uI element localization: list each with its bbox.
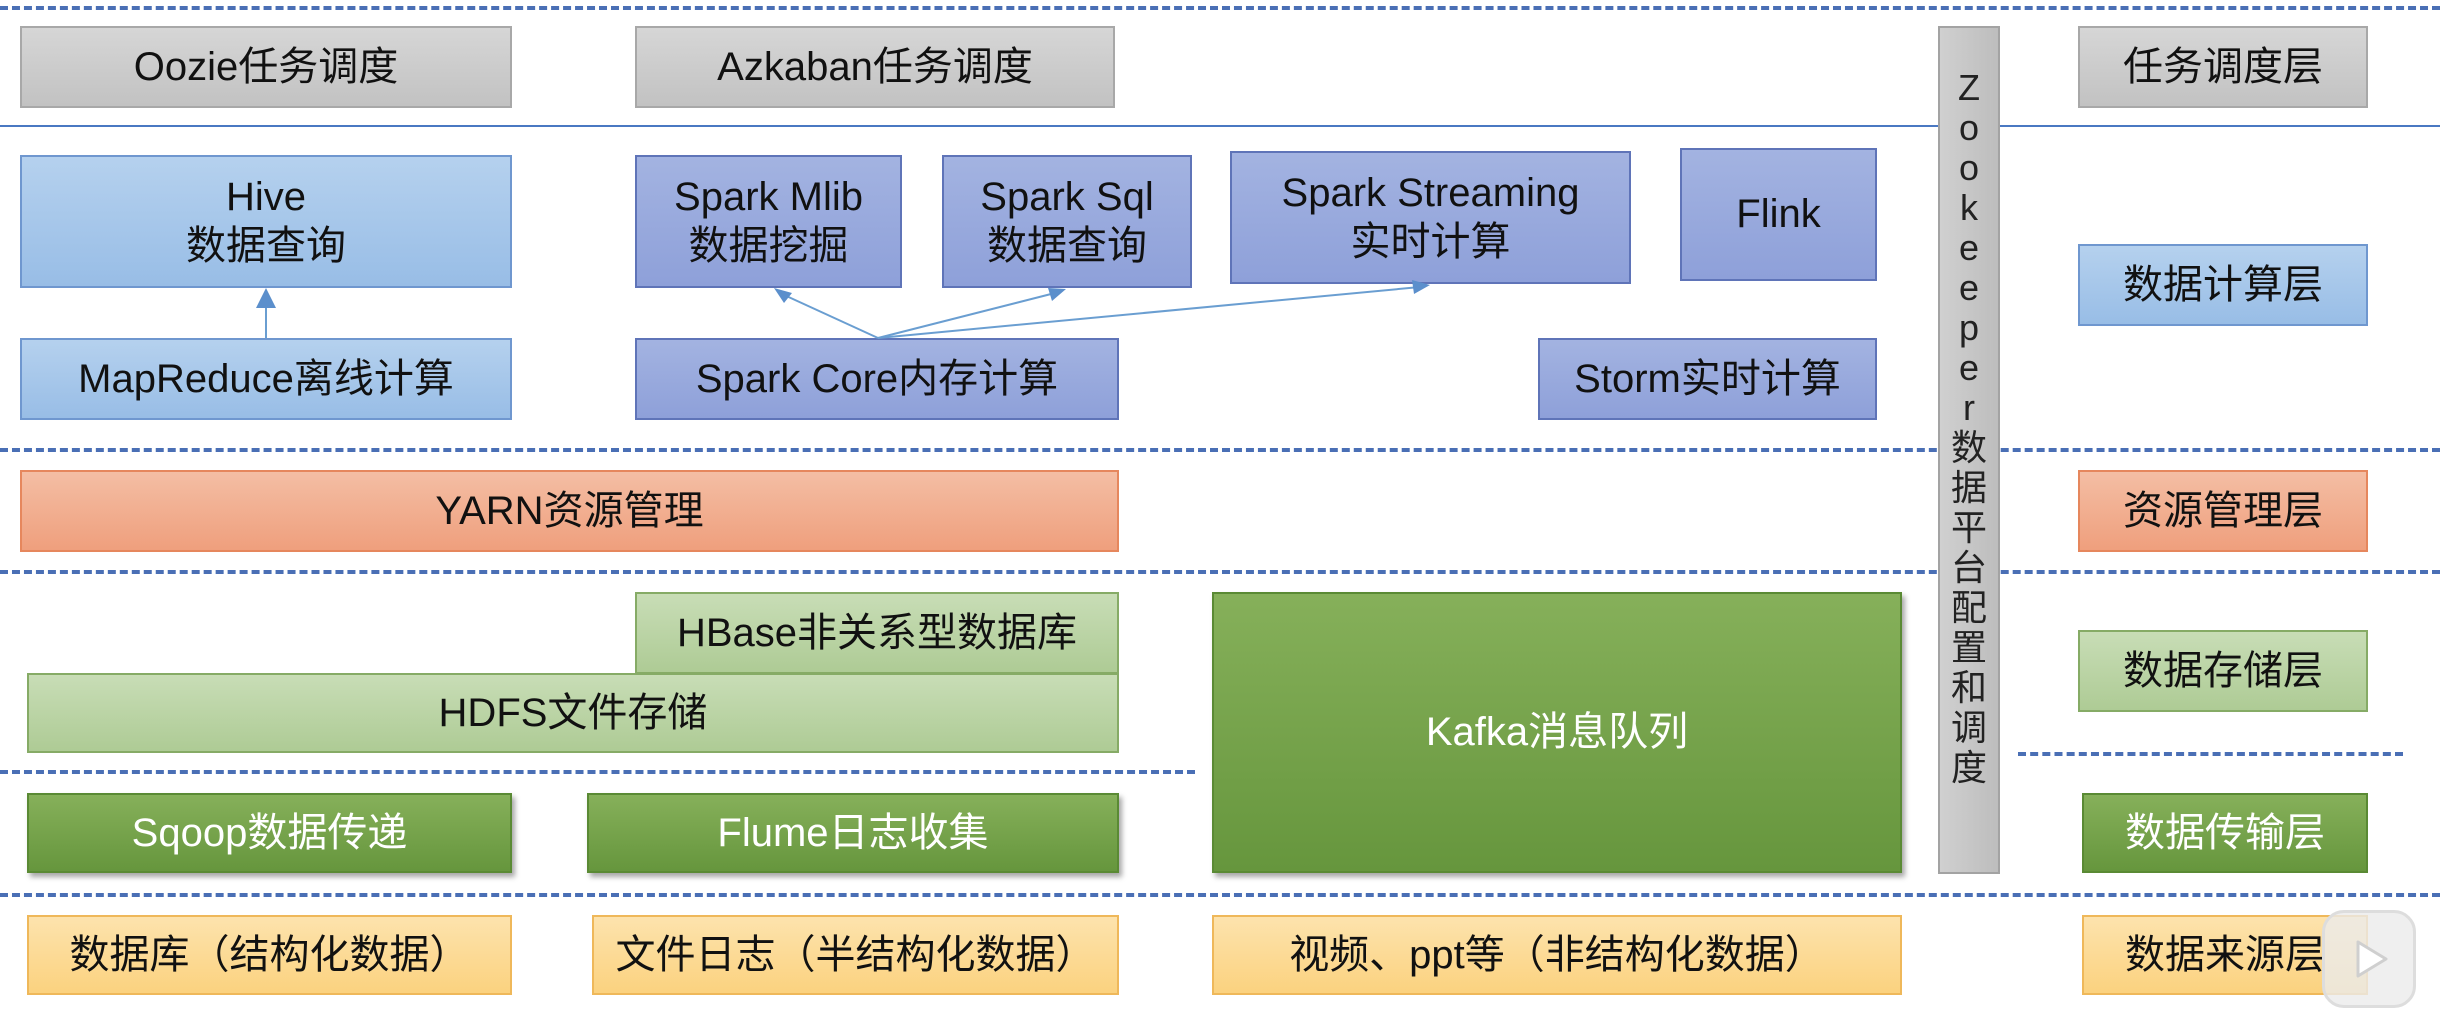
zookeeper-char: 平 <box>1950 507 1987 548</box>
hive-subtitle: 数据查询 <box>186 223 346 268</box>
flink-box: Flink <box>1680 148 1877 281</box>
zookeeper-char: 数 <box>1950 427 1987 468</box>
zookeeper-char: k <box>1960 187 1978 228</box>
zookeeper-char: 度 <box>1950 747 1987 788</box>
layer-label-resource: 资源管理层 <box>2078 470 2368 552</box>
kafka-box: Kafka消息队列 <box>1212 592 1902 873</box>
storm-label: Storm实时计算 <box>1574 356 1841 401</box>
play-button[interactable] <box>2322 910 2416 1008</box>
layer-label-storage-text: 数据存储层 <box>2123 648 2323 693</box>
video-source-box: 视频、ppt等（非结构化数据） <box>1212 915 1902 995</box>
arrow-head-streaming <box>1412 280 1430 294</box>
spark-core-label: Spark Core内存计算 <box>695 356 1059 401</box>
zookeeper-char: o <box>1958 147 1980 188</box>
database-source-box: 数据库（结构化数据） <box>27 915 512 995</box>
spark-sql-box: Spark Sql 数据查询 <box>942 155 1192 288</box>
zookeeper-char: 和 <box>1950 667 1987 708</box>
arrow-head-hive <box>256 288 276 308</box>
database-source-label: 数据库（结构化数据） <box>69 932 470 977</box>
layer-label-storage: 数据存储层 <box>2078 630 2368 712</box>
spark-streaming-title: Spark Streaming <box>1281 170 1580 215</box>
zookeeper-char: p <box>1958 307 1980 348</box>
flume-label: Flume日志收集 <box>717 810 989 855</box>
file-logs-source-label: 文件日志（半结构化数据） <box>615 932 1096 977</box>
zookeeper-char: e <box>1958 227 1980 268</box>
layer-label-resource-text: 资源管理层 <box>2123 488 2323 533</box>
layer-label-source: 数据来源层 <box>2082 915 2368 995</box>
layer-label-transfer: 数据传输层 <box>2082 793 2368 873</box>
oozie-label: Oozie任务调度 <box>133 44 399 89</box>
zookeeper-char: e <box>1958 267 1980 308</box>
divider-transfer-source <box>0 893 2440 897</box>
hdfs-label: HDFS文件存储 <box>438 690 708 735</box>
divider-storage-transfer-right <box>2018 752 2403 756</box>
spark-mlib-subtitle: 数据挖掘 <box>688 223 849 268</box>
azkaban-box: Azkaban任务调度 <box>635 26 1115 108</box>
zookeeper-char: e <box>1958 347 1980 388</box>
spark-streaming-box: Spark Streaming 实时计算 <box>1230 151 1631 284</box>
zookeeper-char: o <box>1958 107 1980 148</box>
mapreduce-box: MapReduce离线计算 <box>20 338 512 420</box>
kafka-label: Kafka消息队列 <box>1425 710 1689 755</box>
zookeeper-char: 调 <box>1950 707 1987 748</box>
azkaban-label: Azkaban任务调度 <box>717 44 1033 89</box>
zookeeper-char: Z <box>1958 67 1980 108</box>
video-source-label: 视频、ppt等（非结构化数据） <box>1289 932 1825 977</box>
yarn-box: YARN资源管理 <box>20 470 1119 552</box>
spark-core-box: Spark Core内存计算 <box>635 338 1119 420</box>
zookeeper-char: 据 <box>1950 467 1987 508</box>
divider-scheduling-compute <box>0 125 2440 127</box>
zookeeper-char: 配 <box>1950 587 1987 628</box>
flink-label: Flink <box>1736 192 1821 237</box>
sqoop-box: Sqoop数据传递 <box>27 793 512 873</box>
zookeeper-bar: Z o o k e e p e r 数 据 平 台 配 置 和 调 度 <box>1938 26 2000 874</box>
zookeeper-char: 置 <box>1950 627 1987 668</box>
arrow-sparkcore-to-mlib <box>781 293 879 339</box>
layer-label-source-text: 数据来源层 <box>2125 932 2325 977</box>
layer-label-compute-text: 数据计算层 <box>2123 262 2323 307</box>
layer-label-transfer-text: 数据传输层 <box>2125 810 2325 855</box>
zookeeper-char: r <box>1963 387 1975 428</box>
layer-label-compute: 数据计算层 <box>2078 244 2368 326</box>
spark-streaming-subtitle: 实时计算 <box>1350 219 1511 264</box>
file-logs-source-box: 文件日志（半结构化数据） <box>592 915 1119 995</box>
arrow-sparkcore-to-sql <box>877 292 1056 339</box>
hdfs-box: HDFS文件存储 <box>27 673 1119 753</box>
divider-compute-resource <box>0 448 2440 452</box>
arrow-head-mlib <box>774 288 792 303</box>
spark-sql-subtitle: 数据查询 <box>987 223 1147 268</box>
flume-box: Flume日志收集 <box>587 793 1119 873</box>
spark-sql-title: Spark Sql <box>980 174 1154 219</box>
storm-box: Storm实时计算 <box>1538 338 1877 420</box>
hive-box: Hive 数据查询 <box>20 155 512 288</box>
divider-top <box>0 6 2440 10</box>
sqoop-label: Sqoop数据传递 <box>131 810 408 855</box>
arrow-sparkcore-to-streaming <box>877 286 1421 339</box>
divider-resource-storage <box>0 570 2440 574</box>
zookeeper-char: 台 <box>1950 547 1987 588</box>
layer-label-scheduling: 任务调度层 <box>2078 26 2368 108</box>
divider-storage-transfer-left <box>0 770 1195 774</box>
spark-mlib-title: Spark Mlib <box>674 174 863 219</box>
yarn-label: YARN资源管理 <box>435 488 704 533</box>
layer-label-scheduling-text: 任务调度层 <box>2123 44 2323 89</box>
arrow-head-sql <box>1048 288 1066 301</box>
hive-title: Hive <box>225 174 307 219</box>
spark-mlib-box: Spark Mlib 数据挖掘 <box>635 155 902 288</box>
mapreduce-label: MapReduce离线计算 <box>78 356 454 401</box>
hbase-box: HBase非关系型数据库 <box>635 592 1119 674</box>
hbase-label: HBase非关系型数据库 <box>676 610 1078 655</box>
play-icon <box>2356 940 2388 978</box>
oozie-box: Oozie任务调度 <box>20 26 512 108</box>
